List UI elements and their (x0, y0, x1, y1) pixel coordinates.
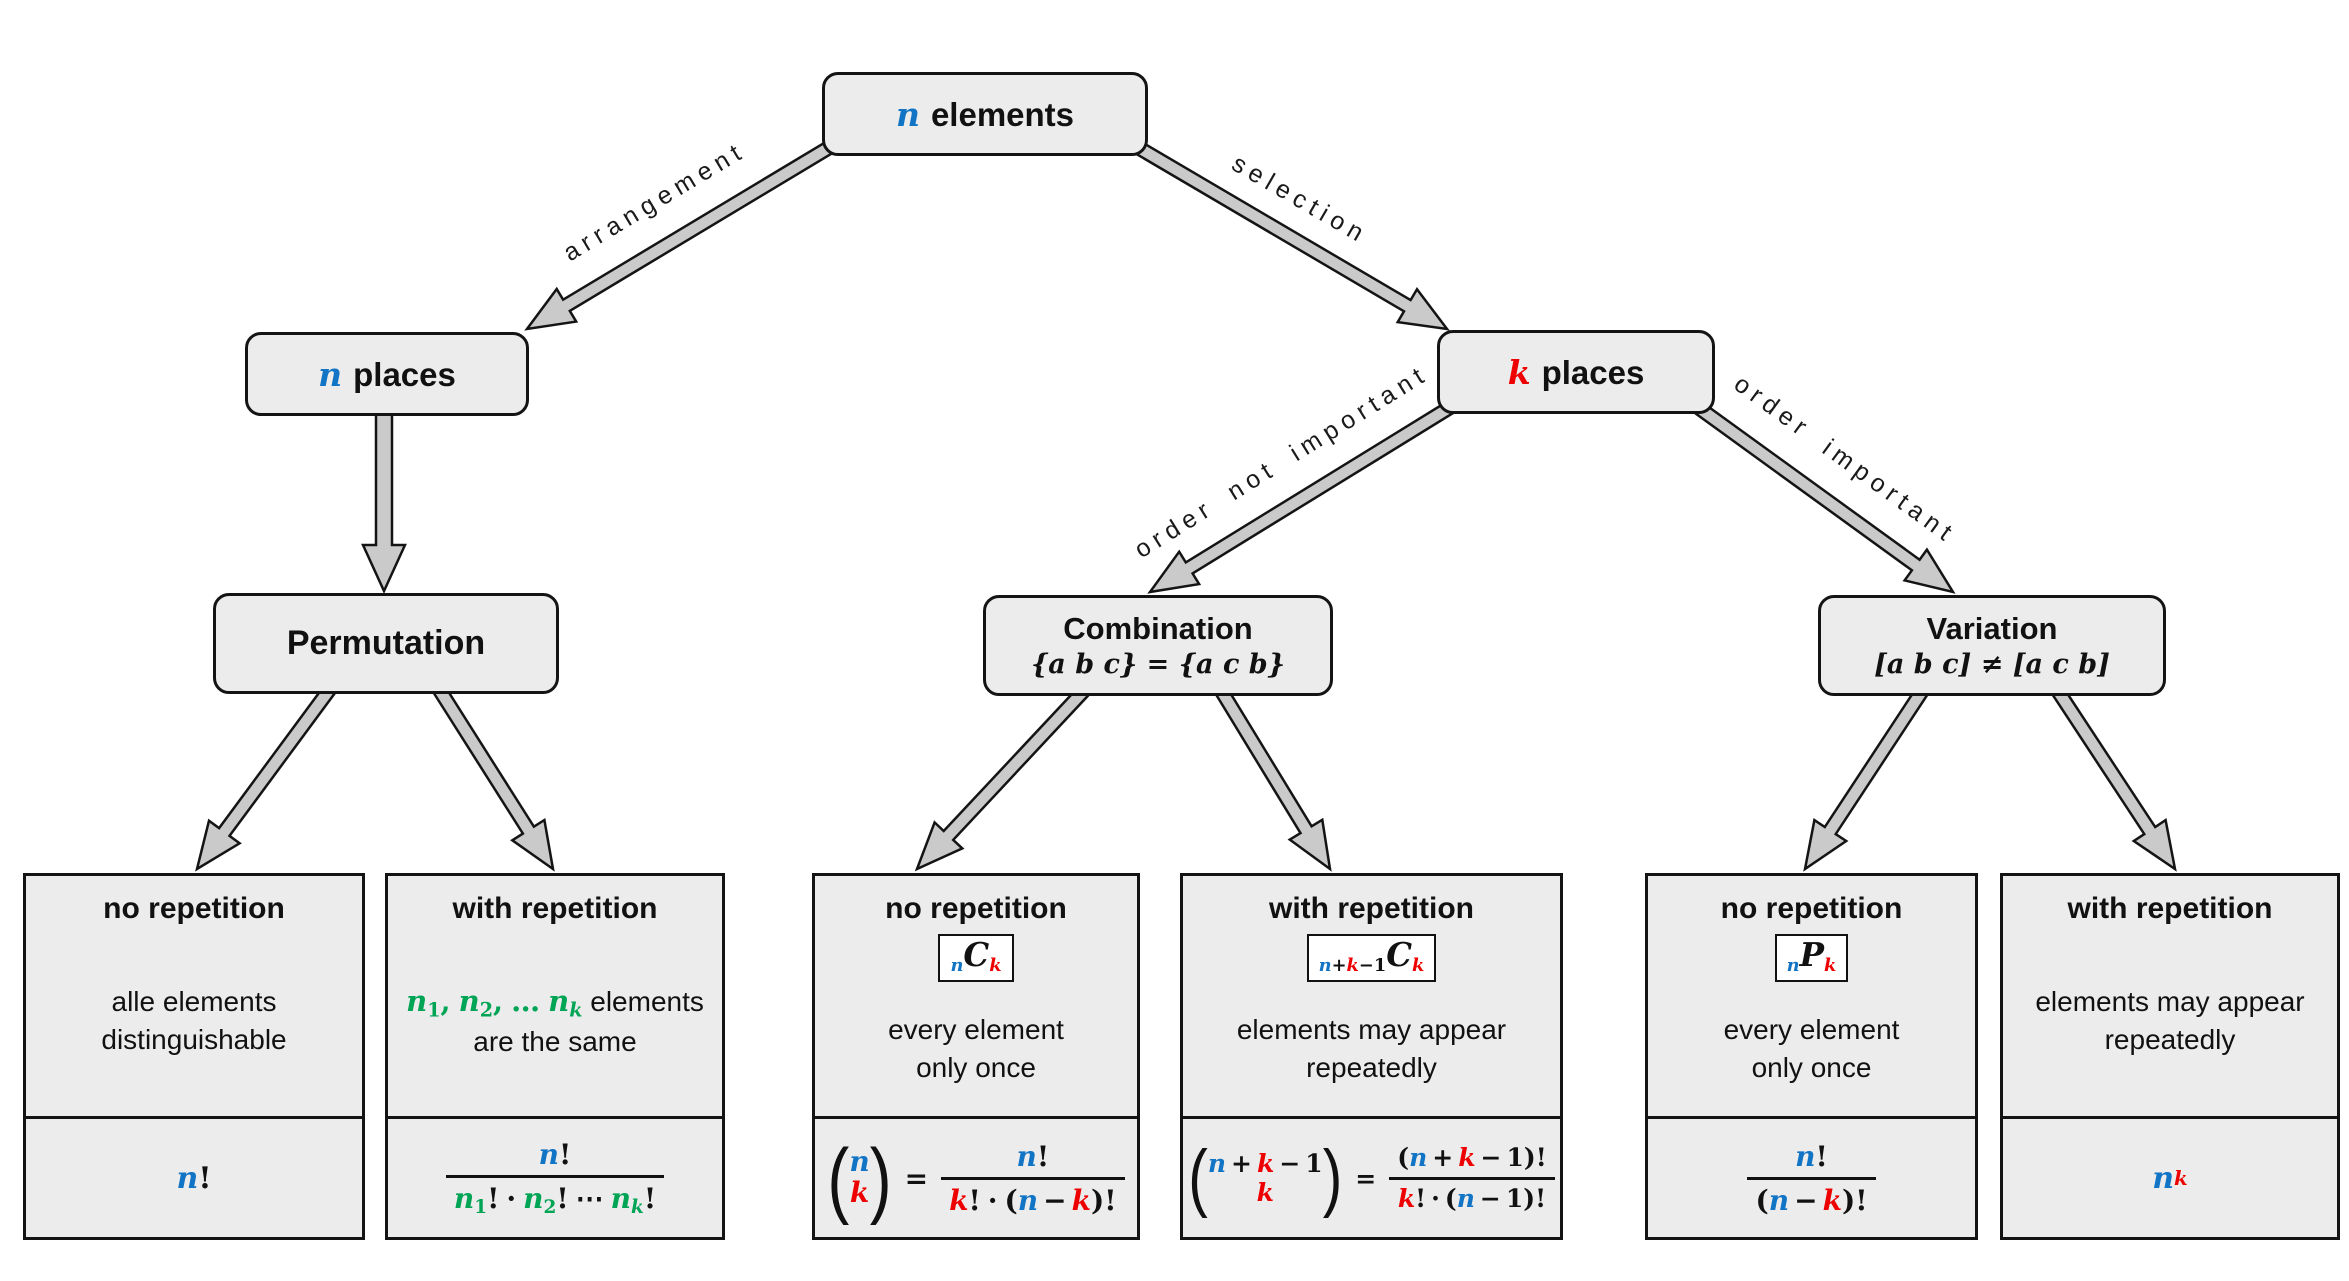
formula-permutation-no-repetition: n! (26, 1116, 362, 1237)
arrow-connector (914, 675, 1099, 872)
card-body: elements may appear repeatedly (2035, 986, 2305, 1055)
card-body: elements may appear repeatedly (1236, 1013, 1507, 1083)
variation-title: Variation (1926, 611, 2058, 647)
card-variation-no-repetition: no repetition nPk every element only onc… (1645, 873, 1978, 1240)
formula-variation-no-repetition: n! (n−k)! (1648, 1116, 1975, 1237)
formula-combination-with-repetition: ( n+k−1 k ) = (n+k−1)! k!·(n−1)! (1183, 1116, 1560, 1237)
permutation-title: Permutation (286, 624, 486, 662)
card-combination-with-repetition: with repetition n+k−1Ck elements may app… (1180, 873, 1563, 1240)
arrow-connector (1208, 676, 1332, 872)
formula-combination-no-repetition: ( n k ) = n! k!·(n−k)! (815, 1116, 1137, 1237)
node-combination: Combination {a b c} = {a c b} (983, 595, 1333, 696)
card-header: with repetition (452, 892, 658, 925)
card-header: with repetition (2067, 892, 2273, 925)
symbol-n+k-1Ck: n+k−1Ck (1306, 934, 1437, 982)
node-permutation: Permutation (213, 593, 559, 694)
card-body: every element only once (1723, 1013, 1900, 1083)
variation-note: [a b c] ≠ [a c b] (1874, 648, 2110, 680)
combination-note: {a b c} = {a c b} (1030, 648, 1286, 680)
card-permutation-with-repetition: with repetition n1,n2,…nk elements are t… (385, 873, 725, 1240)
card-header: no repetition (885, 892, 1067, 925)
arrow-connector (424, 672, 555, 872)
arrow-connector (195, 672, 345, 872)
arrow-connector (1116, 130, 1450, 331)
combination-title: Combination (1063, 611, 1253, 647)
card-combination-no-repetition: no repetition nCk every element only onc… (812, 873, 1140, 1240)
card-header: with repetition (1269, 892, 1474, 925)
arrow-connector (2044, 676, 2177, 872)
arrow-connector (1147, 392, 1468, 594)
card-header: no repetition (103, 892, 285, 925)
node-variation: Variation [a b c] ≠ [a c b] (1818, 595, 2166, 696)
arrow-connector (1803, 676, 1936, 872)
arrow-connector (361, 398, 407, 595)
arrow-connector (524, 130, 851, 331)
card-header: no repetition (1720, 892, 1903, 925)
card-body: n1,n2,…nk elements are the same (406, 983, 704, 1057)
symbol-nCk: nCk (938, 934, 1014, 982)
arrow-connector (1682, 392, 1956, 594)
formula-permutation-with-repetition: n! n1!·n2!⋯nk! (388, 1116, 722, 1237)
card-variation-with-repetition: with repetition elements may appear repe… (2000, 873, 2340, 1240)
card-body: every element only once (888, 1013, 1064, 1083)
card-body: alle elements distinguishable (101, 986, 287, 1055)
symbol-nPk: nPk (1774, 934, 1849, 982)
card-permutation-no-repetition: no repetition alle elements distinguisha… (23, 873, 365, 1240)
